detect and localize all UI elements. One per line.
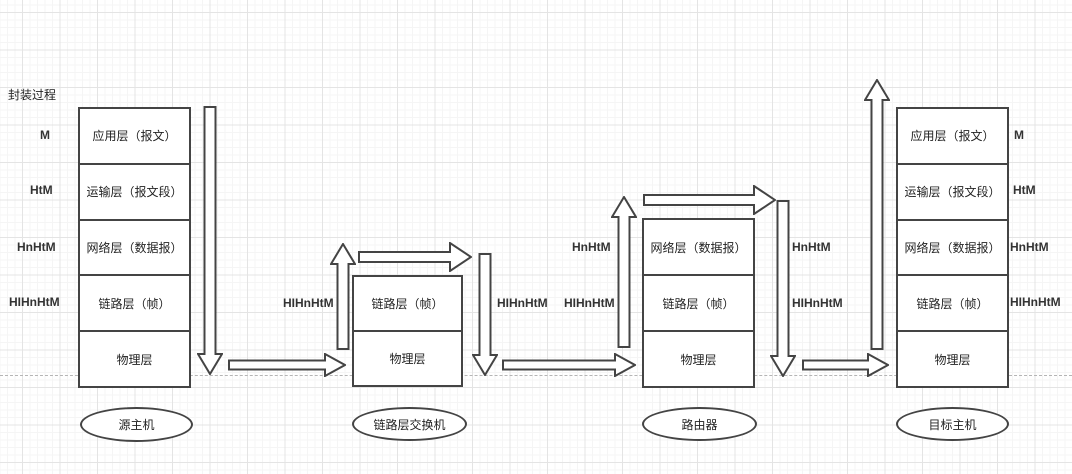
switch-node: 链路层交换机 — [352, 407, 467, 441]
destination-host-node: 目标主机 — [896, 407, 1009, 441]
flow-label-router-input-link: HIHnHtM — [564, 296, 615, 310]
flow-label-router-input-network: HnHtM — [572, 240, 611, 254]
arrow-switch-down — [472, 253, 498, 376]
layer-physical: 物理层 — [80, 330, 189, 386]
layer-application: 应用层（报文） — [92, 129, 177, 144]
arrow-switch-over-top — [358, 242, 472, 272]
encap-label-hihnhtm: HIHnHtM — [9, 295, 60, 309]
layer-link: 链路层（帧） — [80, 274, 189, 330]
layer-network: 网络层（数据报） — [650, 240, 747, 255]
arrow-router-down — [770, 200, 796, 377]
layer-physical: 物理层 — [354, 330, 461, 385]
layer-application: 应用层（报文） — [910, 129, 995, 144]
layer-link: 链路层（帧） — [644, 274, 753, 330]
arrow-switch-to-router — [502, 353, 636, 377]
arrow-router-to-destination — [802, 353, 889, 377]
flow-label-router-output-link: HIHnHtM — [792, 296, 843, 310]
layer-network: 网络层（数据报） — [898, 218, 1007, 275]
arrow-source-encap-down — [197, 106, 223, 375]
arrow-destination-decap-up — [864, 79, 890, 350]
layer-physical: 物理层 — [644, 330, 753, 386]
diagram-title: 封装过程 — [8, 88, 57, 102]
decap-label-htm: HtM — [1013, 183, 1036, 197]
encap-label-m: M — [40, 128, 50, 142]
layer-physical: 物理层 — [898, 330, 1007, 386]
arrow-router-over-top — [643, 185, 776, 215]
flow-label-switch-output: HIHnHtM — [497, 296, 548, 310]
source-host-node: 源主机 — [80, 407, 193, 442]
flow-label-source-to-switch: HIHnHtM — [283, 296, 334, 310]
flow-label-router-output-network: HnHtM — [792, 240, 831, 254]
router-node: 路由器 — [642, 407, 757, 441]
arrow-source-to-switch — [228, 353, 346, 377]
physical-medium-line — [0, 375, 1072, 376]
switch-stack: 链路层（帧） 物理层 — [352, 275, 463, 387]
decap-label-hihnhtm: HIHnHtM — [1010, 295, 1061, 309]
arrow-switch-up — [330, 243, 356, 350]
decap-label-hnhtm: HnHtM — [1010, 240, 1049, 254]
encap-label-htm: HtM — [30, 183, 53, 197]
source-host-stack: 应用层（报文） 运输层（报文段） 网络层（数据报） 链路层（帧） 物理层 — [78, 107, 191, 388]
layer-link: 链路层（帧） — [371, 297, 444, 311]
destination-host-stack: 应用层（报文） 运输层（报文段） 网络层（数据报） 链路层（帧） 物理层 — [896, 107, 1009, 388]
layer-network: 网络层（数据报） — [80, 218, 189, 275]
arrow-router-up — [611, 196, 637, 348]
decap-label-m: M — [1014, 128, 1024, 142]
encap-label-hnhtm: HnHtM — [17, 240, 56, 254]
router-stack: 网络层（数据报） 链路层（帧） 物理层 — [642, 218, 755, 388]
layer-link: 链路层（帧） — [898, 274, 1007, 330]
layer-transport: 运输层（报文段） — [898, 162, 1007, 219]
layer-transport: 运输层（报文段） — [80, 162, 189, 219]
